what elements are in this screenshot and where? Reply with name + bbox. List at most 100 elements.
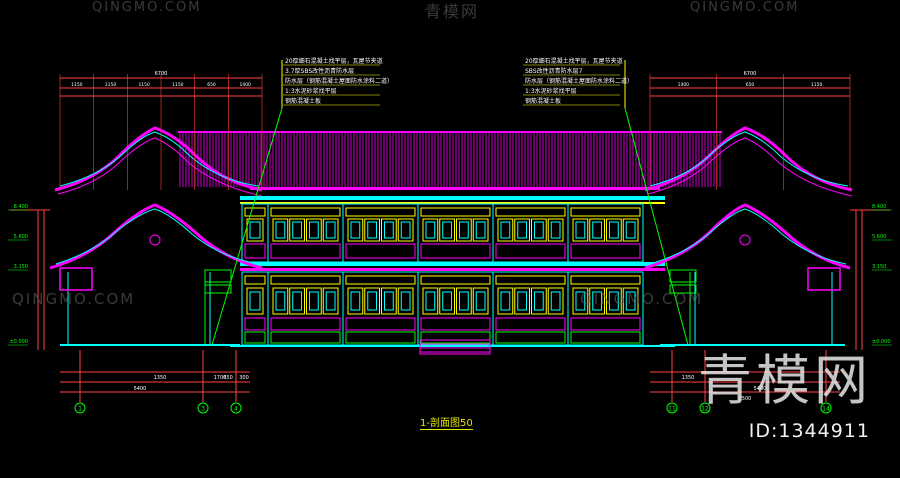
left-note: 1:3水泥砂浆找平层 [285, 87, 337, 95]
upper-window [289, 218, 305, 242]
lower-lintel [244, 275, 266, 285]
upper-window-pane [550, 221, 561, 239]
lower-window [246, 287, 264, 315]
bottom-dim-left: 1350 [154, 375, 167, 381]
roof-tiles [179, 133, 721, 187]
lower-window-pane [309, 291, 319, 311]
right-note: 20厚细石混凝土找平层，瓦屋节夹道 [525, 57, 623, 65]
lower-panel [270, 317, 341, 331]
lower-window [531, 287, 547, 315]
lower-window-pane [249, 291, 261, 311]
lower-lintel [420, 275, 491, 285]
id-label: ID:1344911 [748, 420, 870, 442]
lower-skirt [345, 331, 416, 344]
lower-window [289, 287, 305, 315]
right-note: 钢筋混凝土板 [525, 97, 561, 105]
upper-lintel [420, 207, 491, 217]
left-dim-segment: 1150 [138, 82, 150, 88]
upper-window-pane [442, 221, 452, 239]
lower-window [347, 287, 364, 315]
lower-window-pane [609, 291, 619, 311]
axis-bubble [74, 402, 86, 414]
right-dim-total: 6700 [744, 71, 757, 77]
upper-window-pane [325, 221, 336, 239]
lower-window [272, 287, 289, 315]
lower-window-pane [292, 291, 302, 311]
upper-balustrade [495, 243, 566, 259]
upper-beam [240, 196, 665, 200]
lower-panel [345, 317, 416, 331]
axis-label: 11 [668, 406, 676, 413]
lower-window [381, 287, 397, 315]
lower-window-pane [459, 291, 469, 311]
watermark-mid-left: QINGMO.COM [12, 290, 136, 308]
upper-window [456, 218, 472, 242]
lower-window-pane [367, 291, 377, 311]
lower-skirt [420, 331, 491, 344]
upper-window-pane [625, 221, 636, 239]
lower-window [306, 287, 322, 315]
upper-window-pane [517, 221, 527, 239]
upper-window [622, 218, 639, 242]
lower-skirt [270, 331, 341, 344]
right-dim-segment: 1150 [811, 82, 823, 88]
upper-lintel [270, 207, 341, 217]
lower-window-pane [575, 291, 586, 311]
upper-window-pane [350, 221, 361, 239]
right-note: 1:3水泥砂浆找平层 [525, 87, 577, 95]
upper-window [306, 218, 322, 242]
left-note: 20厚细石混凝土找平层，瓦屋节夹道 [285, 57, 383, 65]
watermark-top-right: QINGMO.COM [690, 0, 800, 15]
lower-window [606, 287, 622, 315]
lower-window [622, 287, 639, 315]
lower-skirt [244, 331, 266, 344]
mid-floor-beam [240, 262, 665, 266]
watermark-top-left: QINGMO.COM [92, 0, 202, 15]
axis-bubble [699, 402, 711, 414]
bottom-dim-left: 5400 [134, 386, 147, 392]
left-dim-segment: 1150 [105, 82, 117, 88]
ground-line [230, 345, 675, 347]
upper-beam-trim [240, 202, 665, 204]
lower-window [456, 287, 472, 315]
right-elevation: 5.600 [872, 234, 886, 240]
left-elevation: 5.600 [14, 234, 28, 240]
upper-lintel [244, 207, 266, 217]
lower-window [364, 287, 380, 315]
lower-window [547, 287, 564, 315]
lower-panel [495, 317, 566, 331]
bottom-dim-right: 6500 [739, 396, 752, 402]
upper-lintel [345, 207, 416, 217]
central-building [178, 131, 722, 355]
axis-label: 1 [78, 406, 82, 413]
left-dim-segment: 1400 [239, 82, 251, 88]
lower-window-pane [275, 291, 286, 311]
upper-balustrade [270, 243, 341, 259]
lower-window-pane [350, 291, 361, 311]
upper-window-pane [275, 221, 286, 239]
lower-window [322, 287, 339, 315]
lower-window [439, 287, 455, 315]
lower-lintel [495, 275, 566, 285]
upper-window [322, 218, 339, 242]
right-note: 防水层（钢筋混凝土屋面防水涂料二道） [525, 77, 633, 85]
upper-lintel [495, 207, 566, 217]
lower-window-pane [425, 291, 436, 311]
lower-window-pane [592, 291, 602, 311]
upper-window [497, 218, 514, 242]
upper-window [531, 218, 547, 242]
axis-bubble [820, 402, 832, 414]
left-dim-segment: 1150 [71, 82, 83, 88]
lower-window-pane [325, 291, 336, 311]
note-leaders [211, 60, 689, 346]
upper-window-pane [609, 221, 619, 239]
upper-window [397, 218, 414, 242]
upper-window-pane [309, 221, 319, 239]
left-dim-segment: 1150 [172, 82, 184, 88]
left-elevation: 3.150 [14, 264, 28, 270]
drawing-title: 1-剖面图50 [420, 414, 473, 430]
